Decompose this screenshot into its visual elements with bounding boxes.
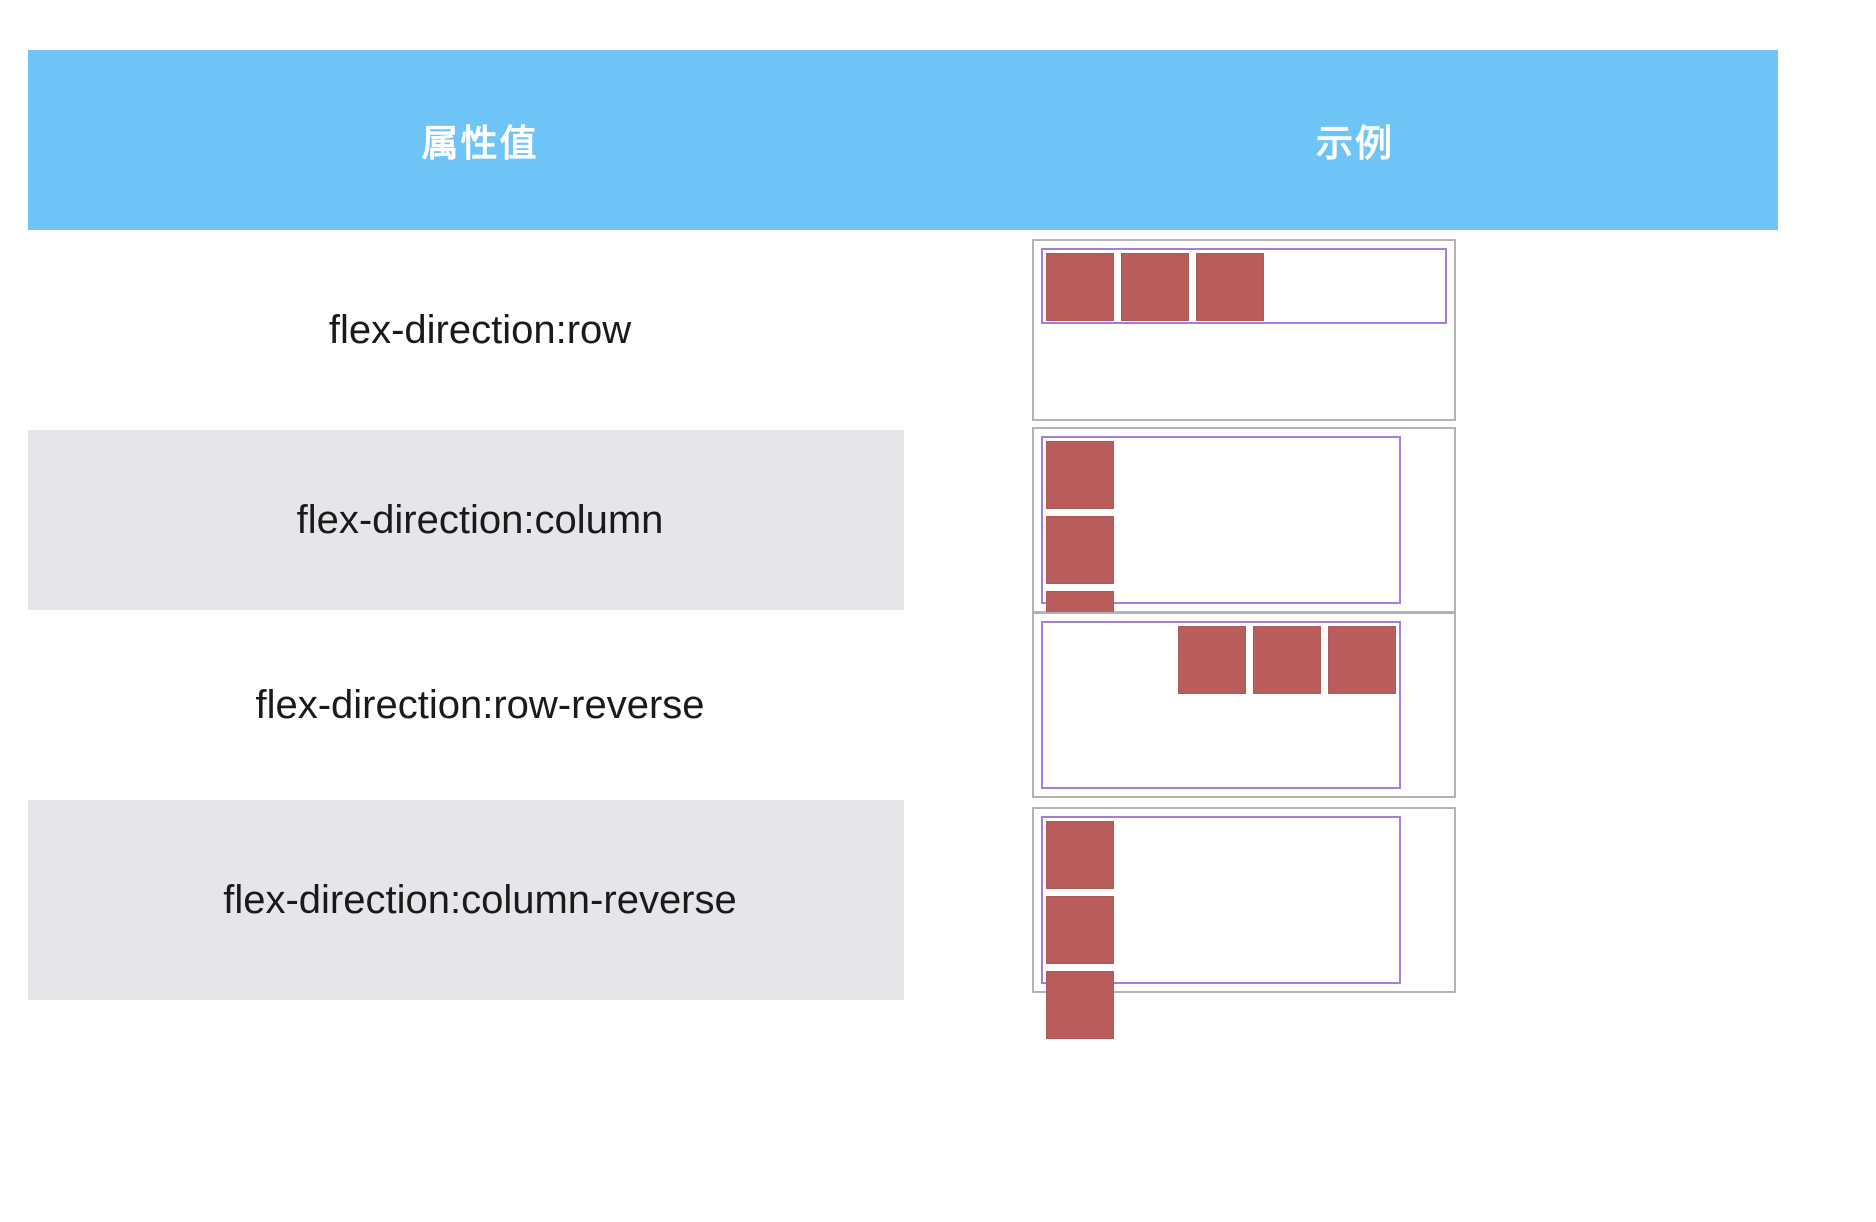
demo-flex-container: [1041, 621, 1401, 789]
demo-flex-container: [1041, 436, 1401, 659]
demo-flex-item: [1046, 821, 1114, 889]
row-background: [28, 430, 904, 610]
row-example-cell: [932, 612, 1778, 798]
table-row: flex-direction:column-reverse: [28, 800, 1778, 1039]
demo-outer-box: [1032, 239, 1456, 421]
row-example-cell: [932, 239, 1778, 421]
row-background: [28, 800, 904, 1000]
demo-flex-item: [1046, 441, 1114, 509]
demo-flex-container: [1041, 816, 1401, 1039]
table-row: flex-direction:column: [28, 427, 1778, 659]
demo-flex-container: [1041, 248, 1447, 324]
demo-flex-item: [1046, 896, 1114, 964]
row-label-flex-direction-column: flex-direction:column: [296, 497, 664, 542]
demo-outer-box: [1032, 427, 1456, 659]
column-header-attribute-value: 属性值: [421, 123, 539, 164]
row-example-cell: [932, 427, 1778, 659]
demo-flex-item: [1178, 626, 1246, 694]
demo-flex-item: [1046, 971, 1114, 1039]
demo-flex-item: [1196, 253, 1264, 321]
demo-outer-box: [1032, 807, 1456, 1039]
demo-flex-item: [1046, 253, 1114, 321]
table-row: flex-direction:row: [28, 230, 1778, 430]
row-label-flex-direction-column-reverse: flex-direction:column-reverse: [223, 877, 737, 922]
demo-flex-item: [1253, 626, 1321, 694]
table-row: flex-direction:row-reverse: [28, 610, 1778, 800]
row-example-cell: [932, 807, 1778, 1039]
row-label-flex-direction-row: flex-direction:row: [328, 307, 632, 352]
demo-flex-item: [1121, 253, 1189, 321]
demo-outer-box: [1032, 612, 1456, 798]
row-label-flex-direction-row-reverse: flex-direction:row-reverse: [255, 682, 705, 727]
table-header-row: 属性值 示例: [28, 50, 1778, 230]
column-header-example: 示例: [1316, 123, 1394, 164]
demo-flex-item: [1046, 516, 1114, 584]
demo-flex-item: [1328, 626, 1396, 694]
